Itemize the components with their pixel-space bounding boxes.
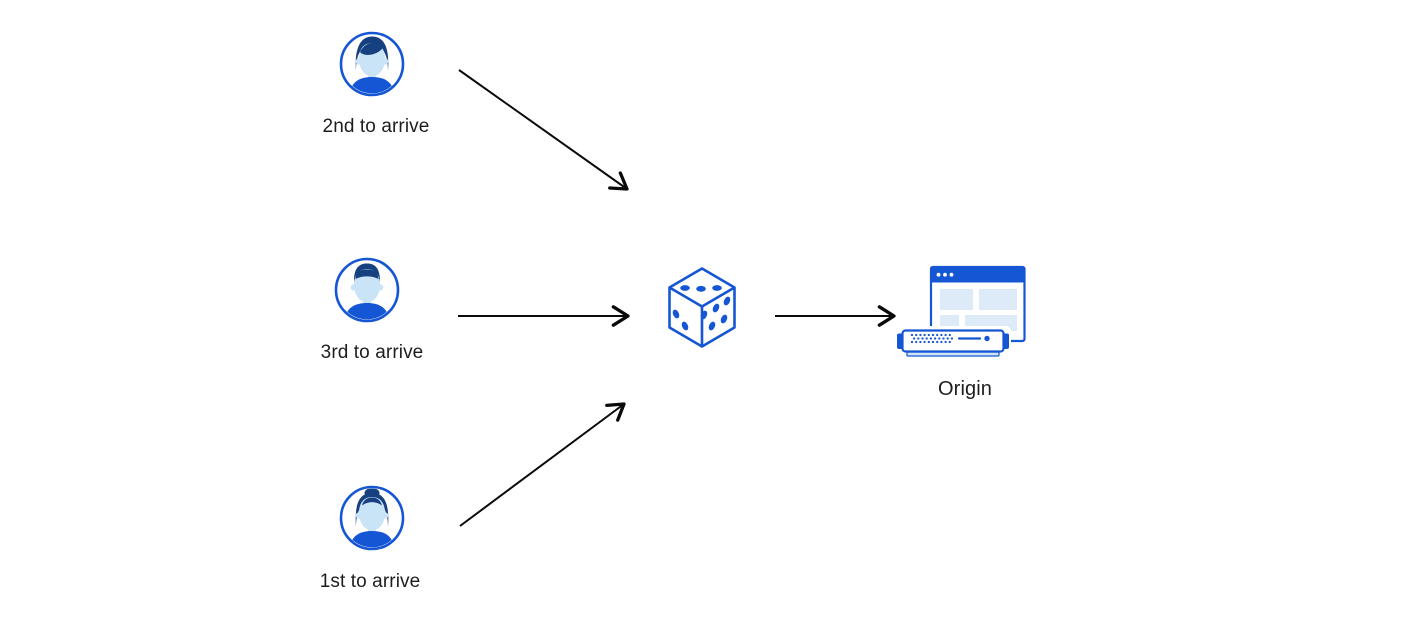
user-middle-label: 3rd to arrive bbox=[320, 342, 424, 363]
origin-server-icon bbox=[895, 265, 1026, 357]
user-avatar-icon bbox=[339, 485, 405, 551]
arrow-user-top-to-dice bbox=[458, 69, 629, 191]
dice-node bbox=[666, 265, 738, 358]
user-top-label: 2nd to arrive bbox=[322, 116, 430, 137]
arrow-user-bottom-to-dice bbox=[459, 402, 626, 527]
user-top-node bbox=[339, 31, 405, 102]
user-bottom-label: 1st to arrive bbox=[319, 571, 421, 592]
user-middle-node bbox=[334, 257, 400, 328]
dice-icon bbox=[668, 267, 736, 348]
user-bottom-node bbox=[339, 485, 405, 556]
user-avatar-icon bbox=[334, 257, 400, 323]
user-avatar-icon bbox=[339, 31, 405, 97]
origin-label: Origin bbox=[938, 378, 992, 400]
origin-node bbox=[895, 256, 1031, 365]
